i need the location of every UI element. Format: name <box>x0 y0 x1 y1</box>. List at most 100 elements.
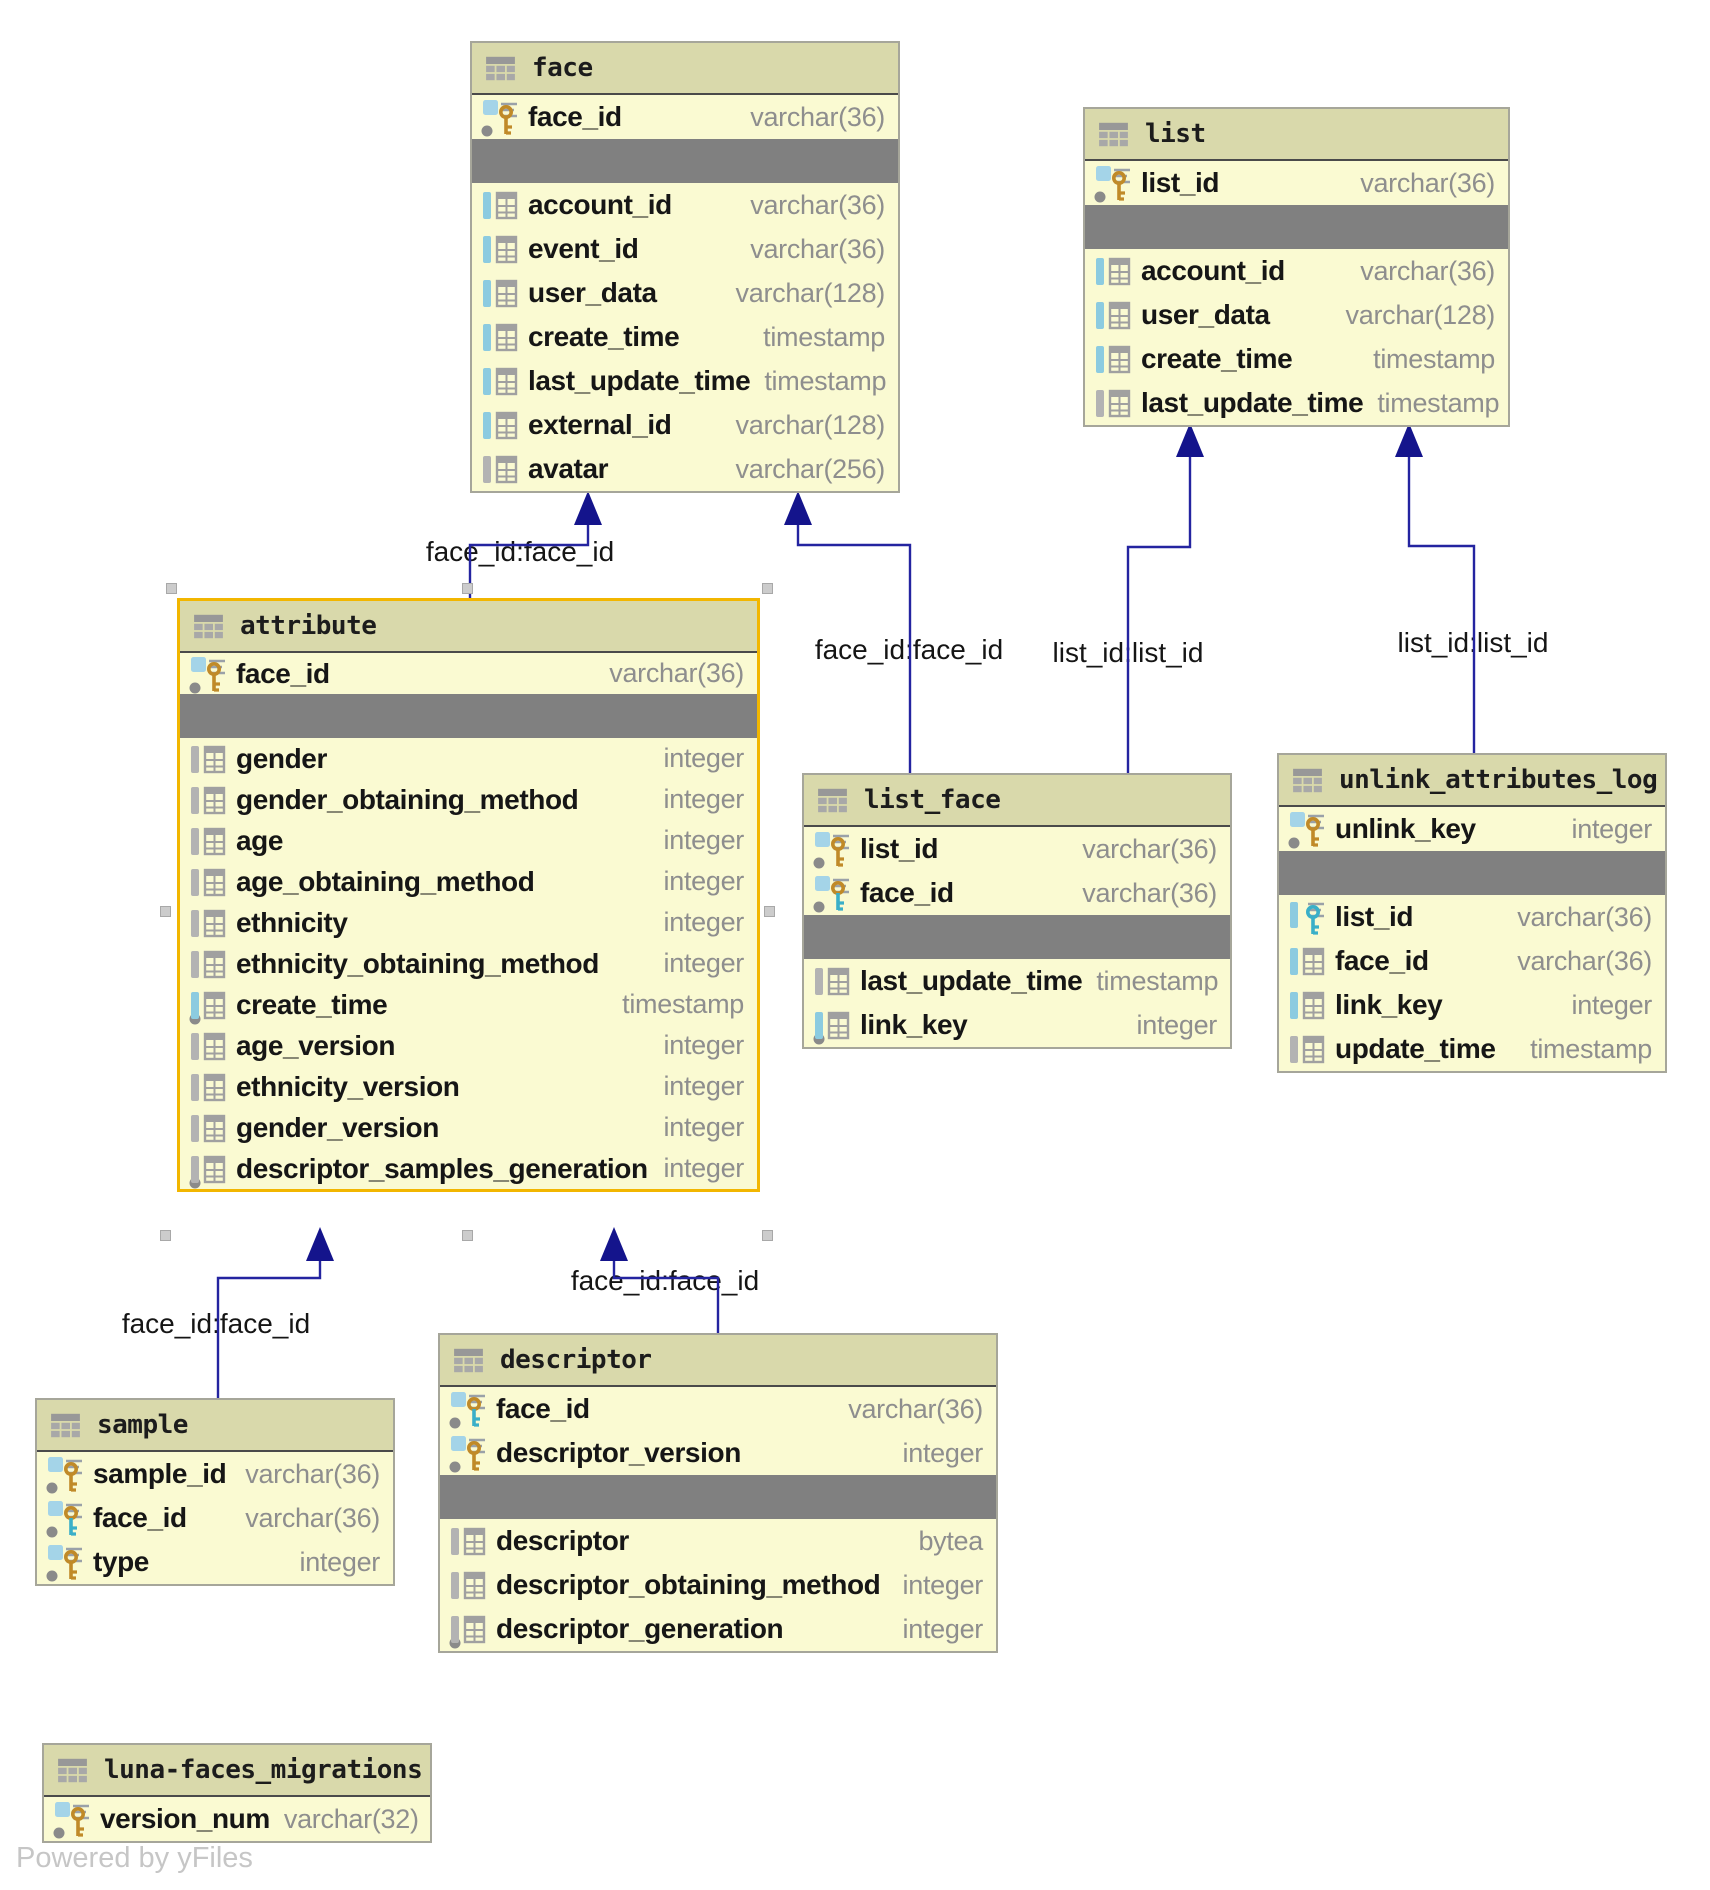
selection-handle[interactable] <box>764 906 775 917</box>
column-type: integer <box>663 825 745 855</box>
relationship-line[interactable] <box>216 1259 322 1398</box>
column-type: varchar(32) <box>283 1803 419 1834</box>
selection-handle[interactable] <box>166 583 177 594</box>
relationship-edge-sample-attribute[interactable]: face_id:face_id <box>122 1227 334 1398</box>
relationship-line[interactable] <box>1126 455 1192 773</box>
arrowhead-icon <box>574 491 602 525</box>
column-name: link_key <box>860 1009 968 1040</box>
relationship-edge-descriptor-attribute[interactable]: face_id:face_id <box>571 1227 759 1333</box>
table-header-list_face[interactable]: list_face <box>804 775 1230 827</box>
column-type: varchar(36) <box>848 1393 983 1424</box>
relationship-line[interactable] <box>1407 455 1476 753</box>
relationship-edge-list_face-face[interactable]: face_id:face_id <box>784 491 1003 773</box>
column-name: descriptor <box>496 1525 629 1556</box>
column-name: descriptor_obtaining_method <box>496 1569 881 1600</box>
selection-handle[interactable] <box>762 1230 773 1241</box>
key-separator-bar <box>1085 205 1508 249</box>
column-name: account_id <box>528 189 672 220</box>
column-icon <box>448 1565 488 1605</box>
table-header-list[interactable]: list <box>1085 109 1508 161</box>
selection-handle[interactable] <box>462 583 473 594</box>
relationship-edge-attribute-face[interactable]: face_id:face_id <box>426 491 614 598</box>
selection-handle[interactable] <box>160 1230 171 1241</box>
relationship-edge-unlink_attributes_log-list[interactable]: list_id:list_id <box>1395 423 1548 753</box>
table-header-face[interactable]: face <box>472 43 898 95</box>
column-type: varchar(36) <box>1360 167 1495 198</box>
table-header-sample[interactable]: sample <box>37 1400 393 1452</box>
selection-handle[interactable] <box>160 906 171 917</box>
table-header-descriptor[interactable]: descriptor <box>440 1335 996 1387</box>
table-title: luna-faces_migrations <box>104 1755 423 1785</box>
selection-handle[interactable] <box>762 583 773 594</box>
column-list_face-link_key[interactable]: link_key integer <box>804 1003 1230 1047</box>
relationship-line[interactable] <box>612 1259 720 1333</box>
column-icon <box>188 862 228 902</box>
relationship-line[interactable] <box>796 523 912 773</box>
table-header-attribute[interactable]: attribute <box>180 601 757 653</box>
primary-key-icon <box>45 1542 85 1582</box>
selection-handle[interactable] <box>462 1230 473 1241</box>
column-type: integer <box>1136 1009 1218 1040</box>
primary-foreign-key-icon <box>448 1389 488 1429</box>
relationship-line[interactable] <box>468 523 590 598</box>
column-type: integer <box>902 1613 984 1644</box>
table-header-unlink_attributes_log[interactable]: unlink_attributes_log <box>1279 755 1665 807</box>
table-header-luna-faces_migrations[interactable]: luna-faces_migrations <box>44 1745 430 1797</box>
relationship-edge-list_face-list[interactable]: list_id:list_id <box>1053 423 1204 773</box>
column-name: user_data <box>528 277 657 308</box>
table-icon <box>50 1412 81 1439</box>
column-name: unlink_key <box>1335 813 1476 844</box>
foreign-key-icon <box>1287 897 1327 937</box>
